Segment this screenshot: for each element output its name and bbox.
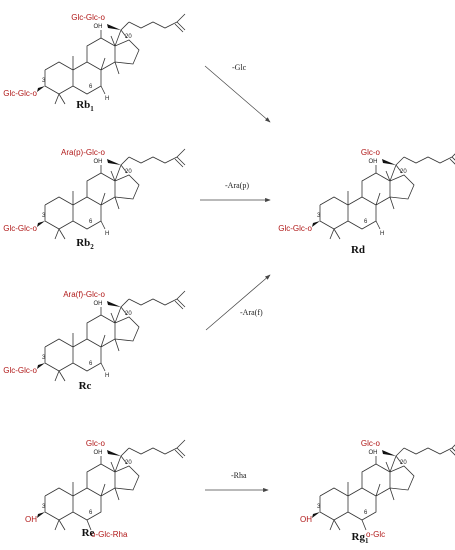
rb1-c3-substituent: Glc-Glc-o (3, 89, 37, 98)
rd-c3-substituent: Glc-Glc-o (278, 224, 312, 233)
rg1-name: Rg1 (352, 531, 369, 545)
re-c20-sugar: Glc-o (86, 439, 106, 448)
rd-name: Rd (351, 244, 365, 256)
rb2-h-label: H (105, 231, 109, 237)
arrow-arap-label: -Ara(p) (225, 181, 249, 190)
rc-c20-sugar: Ara(f)-Glc-o (63, 290, 105, 299)
rb2-c6-label: 6 (89, 219, 93, 225)
rc-c20-label: 20 (125, 311, 132, 317)
rd-oh-label: OH (369, 159, 378, 165)
rc-name: Rc (79, 380, 92, 392)
rb2-c20-sugar: Ara(p)-Glc-o (61, 148, 106, 157)
re-oh-label: OH (94, 450, 103, 456)
re-c6-sugar: o-Glc-Rha (91, 530, 128, 539)
rd-c6-label: 6 (364, 219, 368, 225)
rd-h-label: H (380, 231, 384, 237)
rb1-c20-sugar: Glc-Glc-o (71, 13, 105, 22)
rg1-c3-substituent: OH (300, 515, 312, 524)
rg1-c3-label: 3 (317, 504, 321, 510)
rc-h-label: H (105, 373, 109, 379)
arrow-araf-label: -Ara(f) (240, 308, 263, 317)
rd-c20-label: 20 (400, 169, 407, 175)
rb1-c20-label: 20 (125, 34, 132, 40)
rc-c6-label: 6 (89, 361, 93, 367)
re-name: Re (82, 527, 95, 539)
rg1-c6-label: 6 (364, 510, 368, 516)
rb2-oh-label: OH (94, 159, 103, 165)
arrow-araf (205, 274, 271, 331)
re-c20-label: 20 (125, 460, 132, 466)
rg1-c20-sugar: Glc-o (361, 439, 381, 448)
rb1-h-label: H (105, 96, 109, 102)
rb2-c3-substituent: Glc-Glc-o (3, 224, 37, 233)
rg1-c6-sugar: o-Glc (366, 530, 385, 539)
rb1-name: Rb1 (76, 99, 94, 113)
rc-c3-substituent: Glc-Glc-o (3, 366, 37, 375)
rc-c3-label: 3 (42, 355, 46, 361)
arrow-rha-label: -Rha (231, 471, 247, 480)
rg1-oh-label: OH (369, 450, 378, 456)
rc-oh-label: OH (94, 301, 103, 307)
rb2-name: Rb2 (76, 237, 94, 251)
arrow-glc-label: -Glc (232, 63, 247, 72)
rd-c20-sugar: Glc-o (361, 148, 381, 157)
rd-c3-label: 3 (317, 213, 321, 219)
arrow-glc (204, 65, 271, 123)
rg1-c20-label: 20 (400, 460, 407, 466)
rb2-c3-label: 3 (42, 213, 46, 219)
re-c3-label: 3 (42, 504, 46, 510)
rb1-c6-label: 6 (89, 84, 93, 90)
re-c3-substituent: OH (25, 515, 37, 524)
rb1-oh-label: OH (94, 24, 103, 30)
rb1-c3-label: 3 (42, 78, 46, 84)
re-c6-label: 6 (89, 510, 93, 516)
rb2-c20-label: 20 (125, 169, 132, 175)
